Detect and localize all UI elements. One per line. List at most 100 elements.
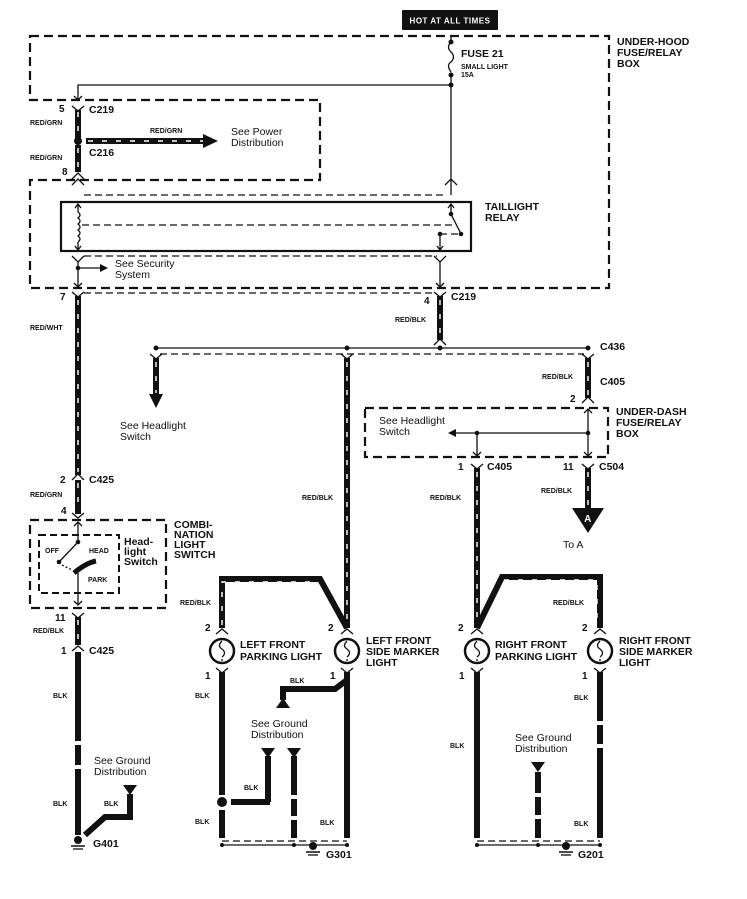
c219-c216-section: 5 C219 RED/GRN RED/GRN C216 8 RED/GRN Se… bbox=[30, 104, 284, 180]
svg-text:BLK: BLK bbox=[244, 785, 258, 792]
fuse-feed-line bbox=[77, 84, 451, 100]
underdash-outputs: 1 C405 RED/BLK 11 C504 RED/BLK A To A bbox=[430, 461, 624, 628]
svg-text:BLK: BLK bbox=[53, 801, 67, 808]
svg-text:OFF: OFF bbox=[45, 548, 60, 555]
svg-text:RED/BLK: RED/BLK bbox=[302, 495, 333, 502]
svg-text:UNDER-HOOD: UNDER-HOOD bbox=[617, 36, 690, 48]
red-wht-wire: 7 RED/WHT 2 C425 bbox=[30, 291, 114, 486]
svg-text:Distribution: Distribution bbox=[251, 729, 304, 741]
svg-text:See Ground: See Ground bbox=[515, 732, 572, 744]
svg-text:RED/BLK: RED/BLK bbox=[430, 495, 461, 502]
underdash-box: UNDER-DASH FUSE/RELAY BOX See Headlight … bbox=[363, 406, 687, 459]
underhood-box-outline bbox=[28, 34, 611, 290]
svg-text:LIGHT: LIGHT bbox=[619, 657, 651, 669]
svg-text:BLK: BLK bbox=[290, 678, 304, 685]
svg-text:G201: G201 bbox=[578, 849, 604, 861]
see-security-system-link[interactable]: See Security System bbox=[115, 258, 175, 281]
svg-text:HEAD: HEAD bbox=[89, 548, 109, 555]
see-power-distribution-link[interactable]: See Power Distribution bbox=[231, 126, 284, 149]
svg-text:BLK: BLK bbox=[104, 801, 118, 808]
svg-text:1: 1 bbox=[459, 671, 465, 682]
svg-text:System: System bbox=[115, 269, 150, 281]
bulb-icon bbox=[463, 637, 491, 665]
svg-text:PARKING LIGHT: PARKING LIGHT bbox=[240, 651, 323, 663]
svg-text:1: 1 bbox=[205, 671, 211, 682]
svg-text:2: 2 bbox=[205, 623, 211, 634]
svg-text:RED/BLK: RED/BLK bbox=[553, 600, 584, 607]
taillight-relay: TAILLIGHT RELAY bbox=[59, 178, 540, 257]
svg-text:FUSE/RELAY: FUSE/RELAY bbox=[617, 47, 683, 59]
svg-text:11: 11 bbox=[563, 462, 574, 473]
see-headlight-switch-link[interactable]: See Headlight Switch bbox=[120, 420, 186, 443]
svg-text:FUSE/RELAY: FUSE/RELAY bbox=[616, 417, 682, 429]
svg-text:1: 1 bbox=[458, 462, 464, 473]
svg-text:7: 7 bbox=[60, 292, 66, 303]
svg-text:See Security: See Security bbox=[115, 258, 175, 270]
svg-text:2: 2 bbox=[570, 394, 576, 405]
right-front-lights: RED/BLK 2 RIGHT FRONT PARKING LIGHT 1 BL… bbox=[450, 574, 693, 861]
to-a-triangle-icon bbox=[572, 508, 604, 533]
svg-text:SIDE MARKER: SIDE MARKER bbox=[366, 646, 440, 658]
left-front-parking-light bbox=[208, 637, 236, 665]
svg-text:1: 1 bbox=[330, 671, 336, 682]
c219-bottom-section: 4 C219 RED/BLK bbox=[395, 291, 476, 346]
svg-text:2: 2 bbox=[328, 623, 334, 634]
svg-text:C405: C405 bbox=[600, 376, 625, 388]
svg-text:BOX: BOX bbox=[617, 58, 640, 70]
svg-text:RIGHT FRONT: RIGHT FRONT bbox=[619, 635, 691, 647]
svg-text:RED/WHT: RED/WHT bbox=[30, 325, 63, 332]
headlight-switch-contact-icon bbox=[72, 558, 97, 575]
svg-text:Head-: Head- bbox=[124, 536, 154, 548]
right-front-parking-light bbox=[463, 637, 491, 665]
arrow-right-icon bbox=[203, 134, 218, 148]
svg-text:See Power: See Power bbox=[231, 126, 283, 138]
see-ground-distribution-2-link[interactable]: See Ground Distribution bbox=[251, 718, 308, 741]
relay-switch-icon bbox=[450, 213, 462, 235]
ground-g401-section: BLK BLK BLK See Ground Distribution G401 bbox=[53, 652, 151, 850]
fuse-21: FUSE 21 SMALL LIGHT 15A bbox=[447, 36, 509, 195]
ground-arrow-icon bbox=[531, 762, 545, 772]
svg-text:5: 5 bbox=[59, 104, 65, 115]
see-headlight-switch-underdash-link[interactable]: See Headlight Switch bbox=[379, 415, 445, 438]
svg-text:G401: G401 bbox=[93, 838, 119, 850]
svg-text:4: 4 bbox=[61, 506, 67, 517]
svg-text:RED/BLK: RED/BLK bbox=[395, 317, 426, 324]
left-front-side-marker-light bbox=[333, 637, 361, 665]
svg-text:Distribution: Distribution bbox=[94, 766, 147, 778]
see-ground-distribution-3-link[interactable]: See Ground Distribution bbox=[515, 732, 572, 755]
svg-text:G301: G301 bbox=[326, 849, 352, 861]
bulb-icon bbox=[208, 637, 236, 665]
svg-text:light: light bbox=[124, 546, 147, 558]
right-front-side-marker-light bbox=[586, 637, 614, 665]
svg-text:BLK: BLK bbox=[574, 821, 588, 828]
arrow-right-icon bbox=[100, 264, 108, 272]
svg-text:RED/GRN: RED/GRN bbox=[30, 120, 62, 127]
fuse-icon bbox=[447, 41, 455, 73]
svg-text:Switch: Switch bbox=[120, 431, 151, 443]
left-front-lights: RED/BLK 2 LEFT FRONT PARKING LIGHT 1 BLK… bbox=[180, 576, 440, 861]
svg-text:RED/GRN: RED/GRN bbox=[30, 492, 62, 499]
combination-light-switch: RED/GRN 4 OFF HEAD PARK Head- light Swit… bbox=[28, 480, 215, 657]
ground-icon bbox=[562, 842, 570, 850]
relay-coil-icon bbox=[76, 211, 81, 243]
svg-text:BLK: BLK bbox=[320, 820, 334, 827]
svg-text:1: 1 bbox=[582, 671, 588, 682]
see-ground-distribution-1-link[interactable]: See Ground Distribution bbox=[94, 755, 151, 778]
svg-text:RED/BLK: RED/BLK bbox=[33, 628, 64, 635]
svg-text:LIGHT: LIGHT bbox=[366, 657, 398, 669]
svg-text:NATION: NATION bbox=[174, 529, 213, 541]
svg-text:TAILLIGHT: TAILLIGHT bbox=[485, 201, 540, 213]
svg-text:2: 2 bbox=[60, 475, 66, 486]
svg-text:Switch: Switch bbox=[124, 556, 158, 568]
to-a-connector[interactable]: A To A bbox=[563, 508, 604, 551]
svg-text:RIGHT FRONT: RIGHT FRONT bbox=[495, 639, 567, 651]
badge-text: HOT AT ALL TIMES bbox=[410, 17, 491, 26]
svg-text:RED/GRN: RED/GRN bbox=[150, 128, 182, 135]
ground-arrow-icon bbox=[287, 748, 301, 758]
svg-text:BOX: BOX bbox=[616, 428, 639, 440]
svg-text:RED/BLK: RED/BLK bbox=[542, 374, 573, 381]
svg-text:1: 1 bbox=[61, 646, 67, 657]
ground-arrow-icon bbox=[276, 698, 290, 708]
c436-bus: C436 See Headlight Switch RED/BLK RED/BL… bbox=[120, 341, 625, 628]
relay-outputs: See Security System bbox=[71, 255, 447, 294]
